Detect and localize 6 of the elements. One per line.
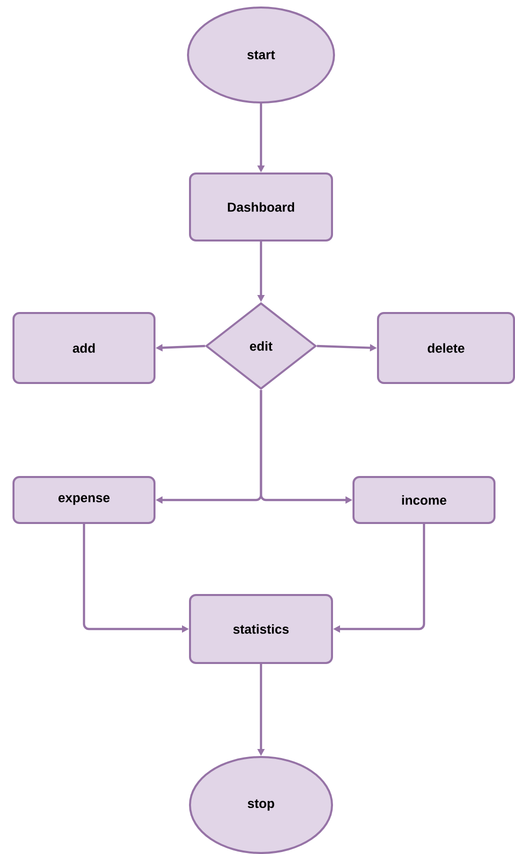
process-box: income	[352, 476, 496, 524]
process-box: delete	[377, 312, 515, 384]
process-box: Dashboard	[189, 172, 333, 242]
process-box: statistics	[189, 594, 333, 664]
process-box: expense	[12, 476, 156, 524]
process-box: add	[12, 312, 156, 384]
